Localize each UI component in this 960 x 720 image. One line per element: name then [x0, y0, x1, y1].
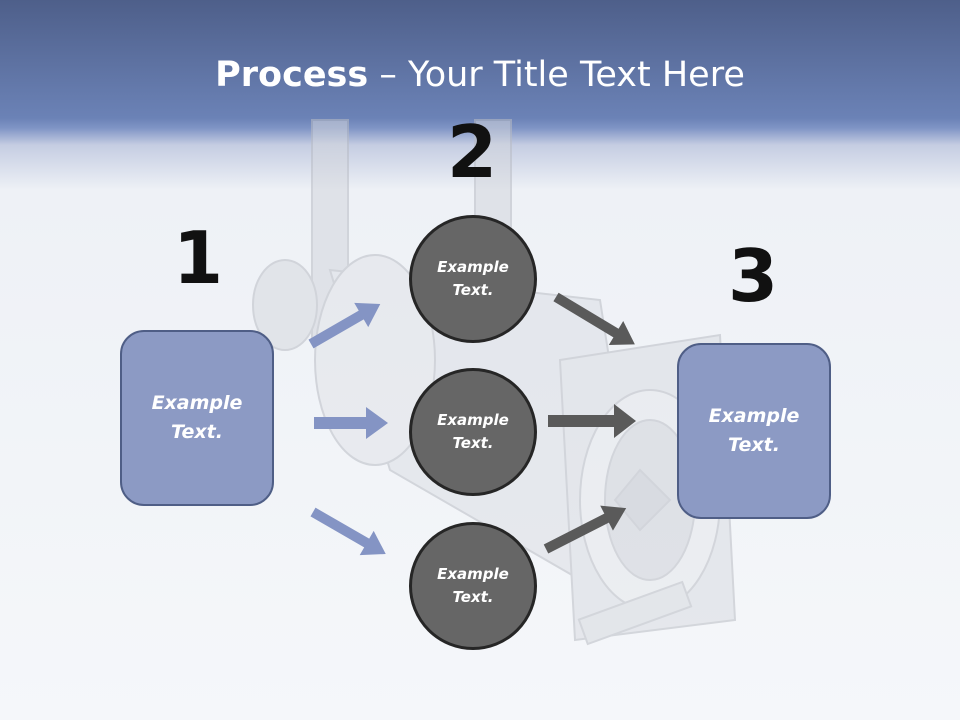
- circle-middle-text-line2: Text.: [452, 434, 494, 452]
- arrow-in-bottom: [310, 507, 386, 556]
- circle-bottom-text-line1: Example: [437, 565, 509, 583]
- step-1-text-line1: Example: [151, 392, 243, 414]
- step-3-text-line1: Example: [708, 405, 800, 427]
- slide-title: Process – Your Title Text Here: [0, 52, 960, 98]
- arrow-in-middle: [314, 407, 388, 439]
- circle-middle-text-line1: Example: [437, 411, 509, 429]
- circle-top-text-line2: Text.: [452, 281, 494, 299]
- arrow-out-bottom: [543, 505, 627, 554]
- circle-bottom-text-line2: Text.: [452, 588, 494, 606]
- step-3-text-line2: Text.: [728, 434, 780, 456]
- step-number-3: 3: [727, 234, 779, 318]
- circle-top-text-line1: Example: [437, 258, 509, 276]
- step-number-1: 1: [172, 216, 224, 300]
- step-number-2: 2: [446, 110, 498, 194]
- arrow-out-middle: [548, 404, 636, 438]
- step-1-text-line2: Text.: [171, 421, 223, 443]
- title-rest: – Your Title Text Here: [368, 55, 745, 95]
- title-bold: Process: [215, 55, 369, 95]
- arrow-in-top: [308, 302, 381, 349]
- arrow-out-top: [553, 292, 635, 346]
